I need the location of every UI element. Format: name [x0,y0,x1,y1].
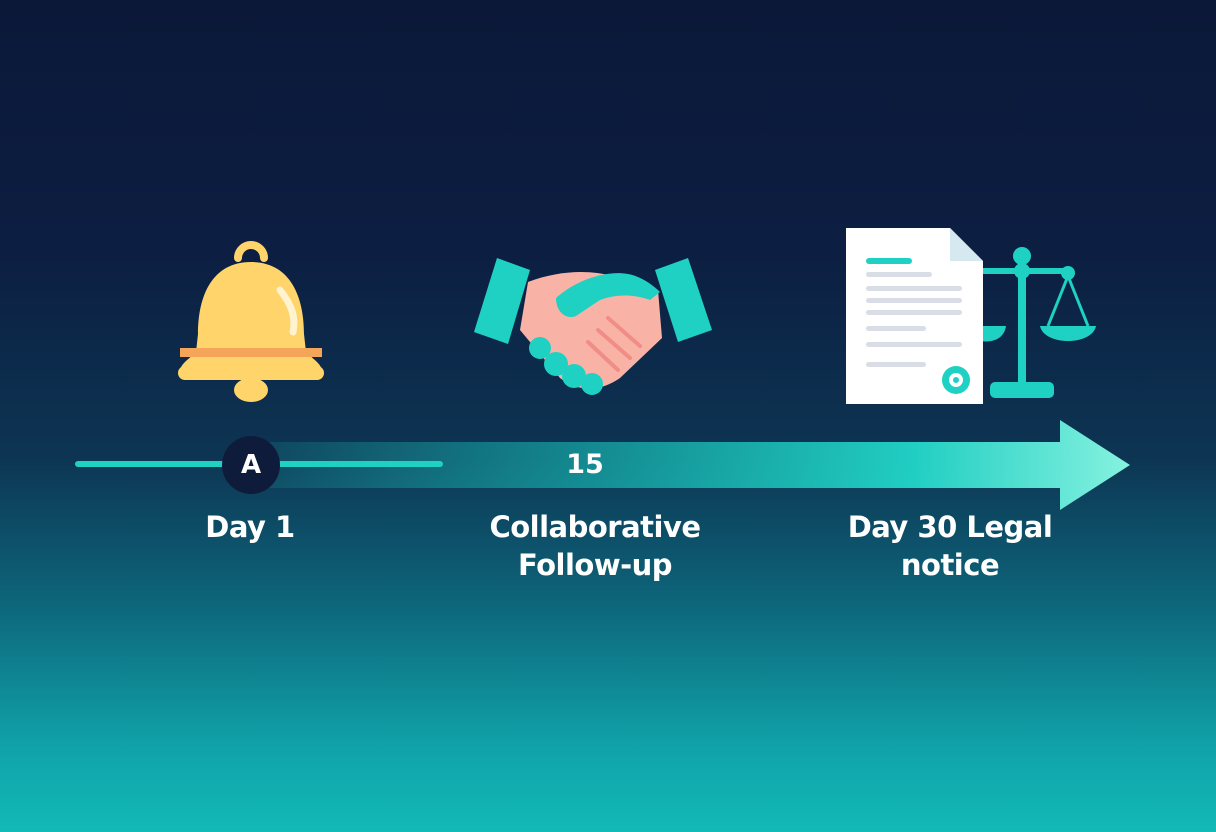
scales-icon [976,247,1096,398]
timeline-arrow [262,420,1130,510]
milestone-label-line: notice [900,548,1000,582]
milestone-label-legal-notice: Day 30 Legal notice [820,508,1080,584]
milestone-label-line: Follow-up [517,548,673,582]
midpoint-day-marker: 15 [566,449,604,480]
handshake-icon [474,258,712,395]
milestone-label-day-1: Day 1 [150,508,350,546]
start-marker: A [222,436,280,494]
milestone-label-collaborative-follow-up: Collaborative Follow-up [455,508,735,584]
milestone-label-line: Collaborative [489,510,701,544]
legal-document-scales-icon [846,228,1096,404]
bell-icon [178,241,324,402]
milestone-label-line: Day 30 Legal [847,510,1053,544]
document-icon [846,228,983,404]
milestone-label-line: Day 1 [205,510,295,544]
